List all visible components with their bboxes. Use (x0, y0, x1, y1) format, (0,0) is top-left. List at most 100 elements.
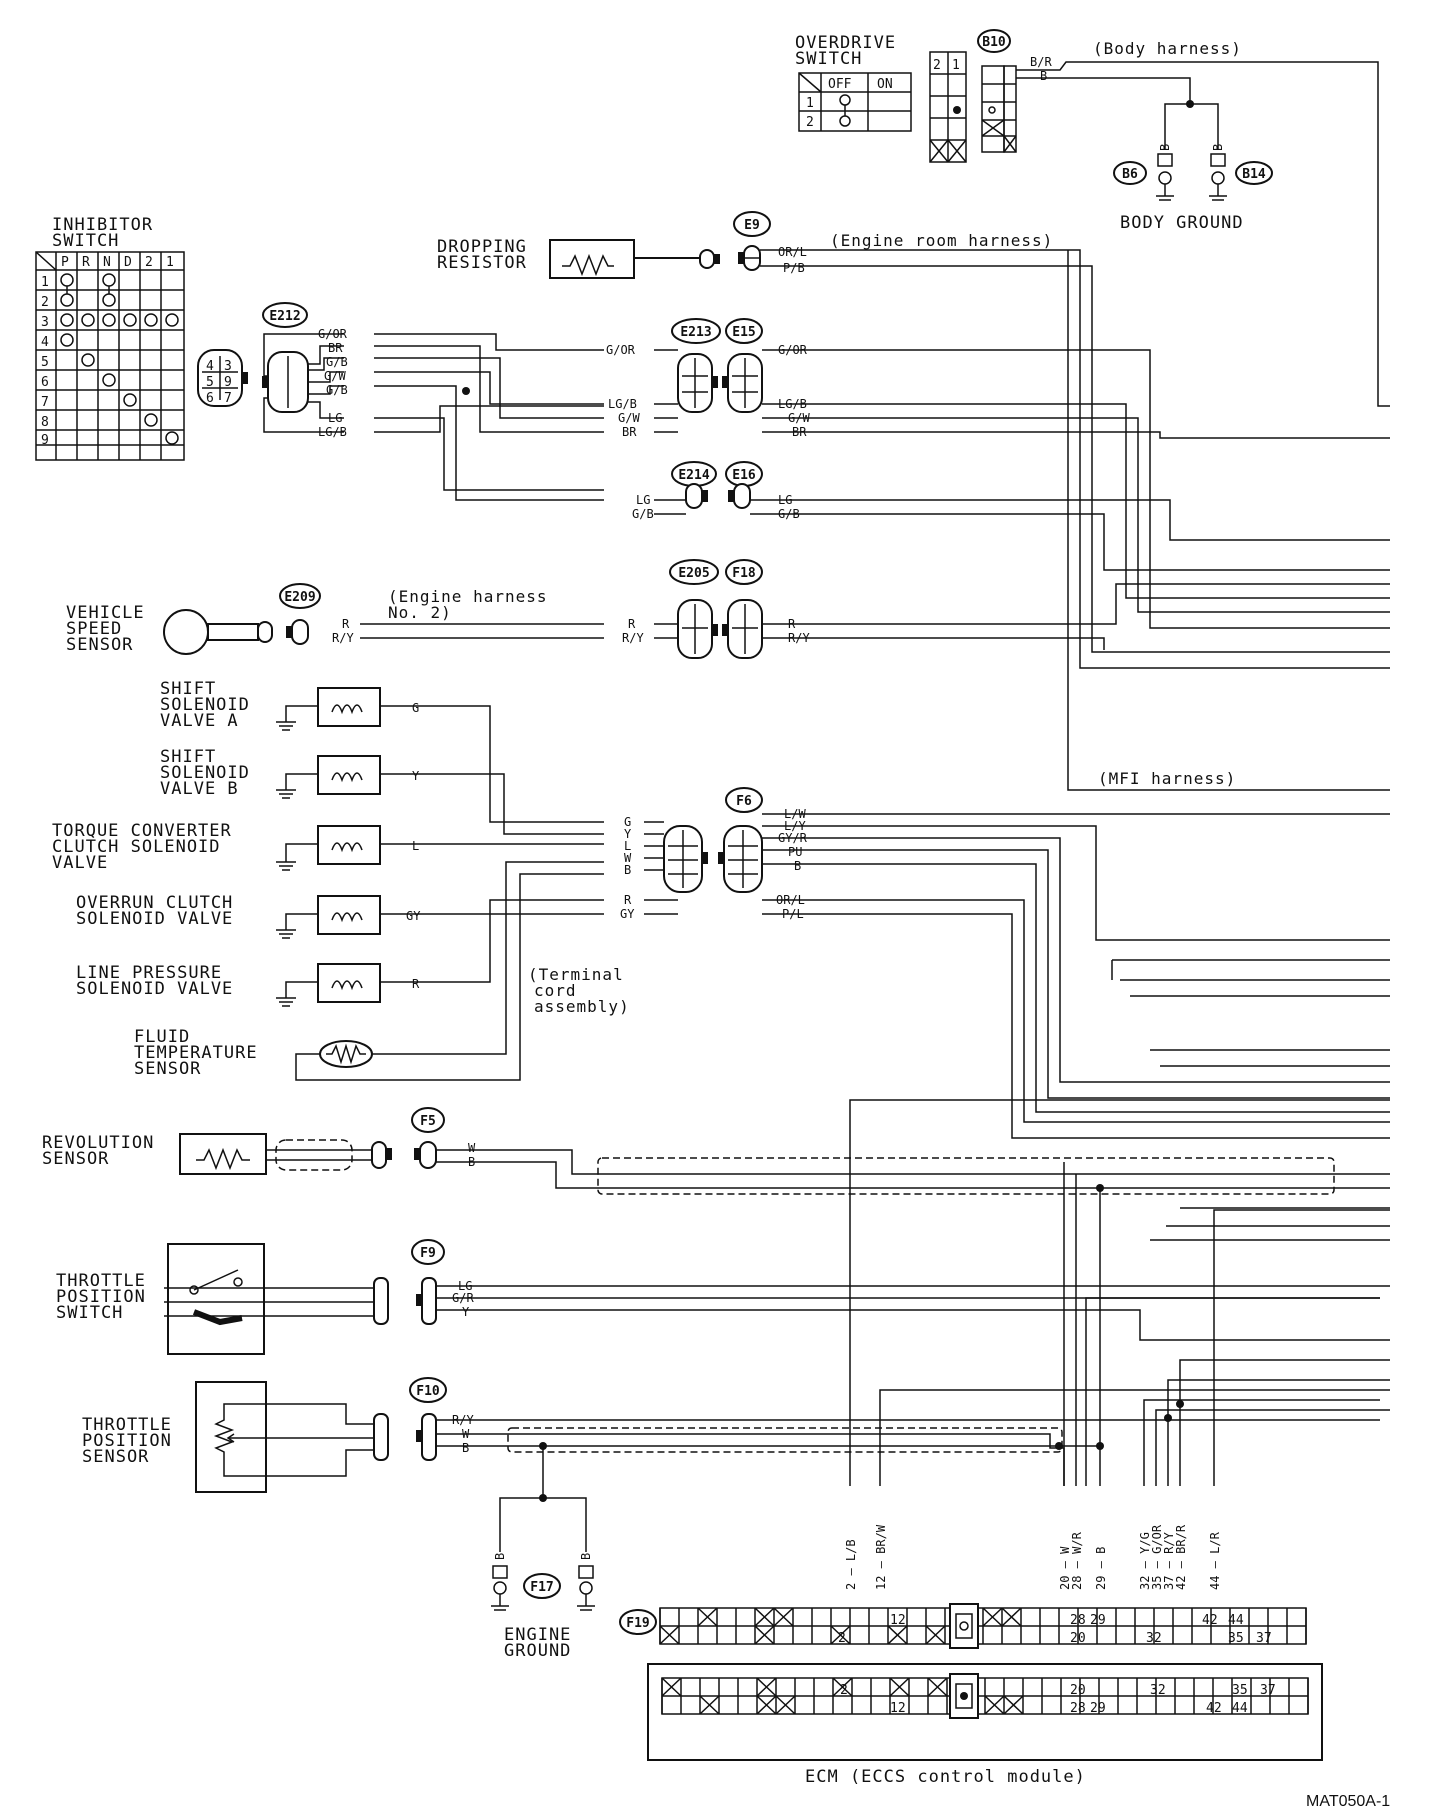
svg-text:THROTTLE: THROTTLE (56, 1271, 146, 1291)
fluid-temp-sensor: FLUID TEMPERATURE SENSOR (134, 1027, 373, 1079)
svg-text:1: 1 (806, 96, 814, 111)
svg-text:37: 37 (1260, 1683, 1276, 1698)
connector-e212: E212 (262, 302, 309, 413)
svg-text:9: 9 (224, 375, 232, 390)
svg-text:1: 1 (952, 58, 960, 73)
connector-f18: F18 (722, 559, 763, 659)
throttle-position-sensor: THROTTLE POSITION SENSOR (82, 1381, 380, 1493)
throttle-position-switch: THROTTLE POSITION SWITCH (56, 1243, 265, 1355)
svg-text:LG: LG (636, 493, 650, 507)
svg-text:GY: GY (620, 907, 635, 921)
svg-text:No. 2): No. 2) (388, 603, 452, 622)
svg-text:E213: E213 (680, 325, 711, 340)
svg-text:8: 8 (41, 415, 49, 430)
svg-text:1: 1 (41, 275, 49, 290)
svg-text:SOLENOID: SOLENOID (160, 763, 250, 783)
svg-text:LG/B: LG/B (608, 397, 637, 411)
svg-text:E16: E16 (732, 468, 756, 483)
svg-text:B: B (1158, 144, 1172, 151)
svg-text:B: B (1211, 144, 1225, 151)
engine-ground: B B F17 ENGINE GROUND (491, 1446, 595, 1661)
shift-solenoid-a: SHIFT SOLENOID VALVE A (160, 679, 381, 731)
vehicle-speed-sensor: VEHICLE SPEED SENSOR (66, 603, 273, 655)
svg-text:W: W (468, 1141, 476, 1155)
svg-text:SENSOR: SENSOR (82, 1447, 149, 1467)
svg-text:POSITION: POSITION (56, 1287, 146, 1307)
revolution-sensor: REVOLUTION SENSOR (42, 1133, 267, 1175)
svg-text:LG/B: LG/B (318, 425, 347, 439)
svg-text:2: 2 (933, 58, 941, 73)
svg-text:B: B (794, 859, 801, 873)
svg-text:E15: E15 (732, 325, 755, 340)
svg-text:7: 7 (224, 391, 232, 406)
svg-text:Y: Y (624, 827, 632, 841)
svg-text:42 — BR/R: 42 — BR/R (1174, 1524, 1188, 1590)
svg-text:OVERDRIVE: OVERDRIVE (795, 33, 896, 53)
svg-text:2: 2 (806, 115, 814, 130)
svg-text:5: 5 (206, 375, 214, 390)
connector-e214: E214 (671, 461, 717, 509)
svg-text:G: G (624, 815, 631, 829)
svg-text:W: W (624, 851, 632, 865)
connector-f6-right: F6 (718, 787, 763, 893)
svg-text:6: 6 (41, 375, 49, 390)
overrun-solenoid: OVERRUN CLUTCH SOLENOID VALVE (76, 893, 381, 939)
svg-text:(Terminal: (Terminal (528, 965, 624, 984)
svg-text:12: 12 (890, 1613, 906, 1628)
svg-text:D: D (124, 255, 132, 270)
svg-text:SENSOR: SENSOR (42, 1149, 109, 1169)
svg-text:E214: E214 (678, 468, 709, 483)
svg-text:37 — R/Y: 37 — R/Y (1162, 1531, 1176, 1590)
svg-text:F5: F5 (420, 1114, 436, 1129)
svg-text:12: 12 (890, 1701, 906, 1716)
svg-text:P: P (61, 255, 69, 270)
connector-f6-left (663, 825, 708, 893)
svg-text:B10: B10 (982, 35, 1006, 50)
svg-text:L: L (624, 839, 631, 853)
svg-text:44: 44 (1228, 1613, 1244, 1628)
svg-text:B14: B14 (1242, 167, 1266, 182)
svg-text:B/R: B/R (1030, 55, 1052, 69)
svg-text:29 — B: 29 — B (1094, 1547, 1108, 1590)
svg-text:G/OR: G/OR (606, 343, 636, 357)
svg-text:FLUID: FLUID (134, 1027, 190, 1047)
svg-text:44 — L/R: 44 — L/R (1208, 1531, 1222, 1590)
svg-text:OFF: OFF (828, 77, 852, 92)
svg-text:GROUND: GROUND (504, 1641, 571, 1661)
svg-text:2: 2 (838, 1631, 846, 1646)
svg-text:44: 44 (1232, 1701, 1248, 1716)
svg-text:TORQUE CONVERTER: TORQUE CONVERTER (52, 821, 232, 841)
svg-text:cord: cord (534, 981, 577, 1000)
svg-text:F19: F19 (626, 1616, 649, 1631)
svg-text:37: 37 (1256, 1631, 1272, 1646)
inhibitor-switch: INHIBITOR SWITCH P R N D 2 1 1 2 3 4 5 6… (35, 215, 185, 461)
svg-text:(MFI harness): (MFI harness) (1098, 769, 1236, 788)
svg-text:SPEED: SPEED (66, 619, 122, 639)
svg-text:RESISTOR: RESISTOR (437, 253, 527, 273)
svg-text:20: 20 (1070, 1683, 1086, 1698)
svg-text:B6: B6 (1122, 167, 1138, 182)
svg-text:L: L (412, 839, 419, 853)
svg-text:3: 3 (224, 359, 232, 374)
svg-text:REVOLUTION: REVOLUTION (42, 1133, 154, 1153)
svg-text:B: B (462, 1441, 469, 1455)
svg-text:PU: PU (788, 845, 802, 859)
svg-text:G/W: G/W (324, 369, 346, 383)
svg-text:2: 2 (145, 255, 153, 270)
svg-text:35: 35 (1228, 1631, 1244, 1646)
svg-text:2: 2 (840, 1683, 848, 1698)
svg-text:OVERRUN CLUTCH: OVERRUN CLUTCH (76, 893, 233, 913)
svg-text:1: 1 (166, 255, 174, 270)
connector-f5: F5 (411, 1107, 445, 1169)
svg-text:R: R (412, 977, 420, 991)
svg-text:B: B (579, 1553, 593, 1560)
inhibitor-connector: 4 5 6 3 9 7 (197, 349, 248, 407)
svg-text:3: 3 (41, 315, 49, 330)
connector-f19: F19 2 12 20 28 29 32 42 44 35 37 (619, 1603, 1307, 1649)
svg-text:VALVE B: VALVE B (160, 779, 239, 799)
svg-text:SOLENOID VALVE: SOLENOID VALVE (76, 979, 233, 999)
svg-text:F9: F9 (420, 1246, 436, 1261)
connector-e9: E9 (733, 211, 771, 271)
line-pressure-solenoid: LINE PRESSURE SOLENOID VALVE (76, 963, 381, 1007)
